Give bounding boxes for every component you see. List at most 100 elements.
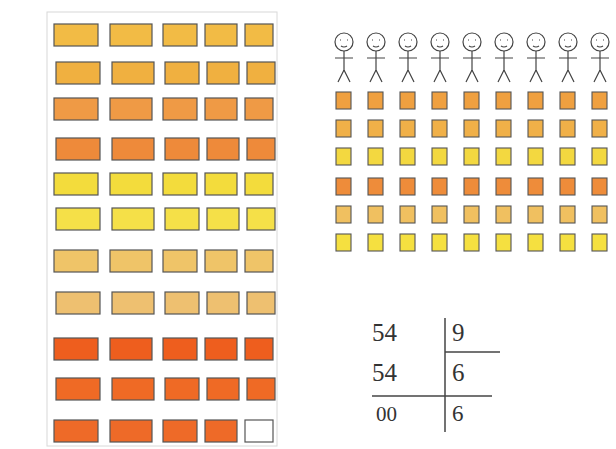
brick bbox=[54, 338, 98, 360]
brick bbox=[163, 24, 197, 46]
square bbox=[432, 234, 447, 251]
division-bar bbox=[444, 318, 446, 432]
square bbox=[400, 206, 415, 223]
square bbox=[496, 206, 511, 223]
stick-figures bbox=[335, 33, 609, 82]
division-number: 6 bbox=[452, 402, 464, 425]
body bbox=[463, 40, 481, 82]
body bbox=[431, 40, 449, 82]
brick bbox=[165, 208, 199, 230]
head bbox=[431, 33, 449, 51]
square bbox=[592, 234, 607, 251]
head bbox=[399, 33, 417, 51]
brick bbox=[110, 173, 152, 195]
brick bbox=[247, 378, 275, 400]
brick bbox=[247, 208, 275, 230]
brick bbox=[54, 24, 98, 46]
square bbox=[560, 206, 575, 223]
body bbox=[367, 40, 385, 82]
square bbox=[400, 92, 415, 109]
body bbox=[399, 40, 417, 82]
subtraction-line bbox=[372, 395, 445, 397]
brick bbox=[110, 250, 152, 272]
brick bbox=[56, 292, 100, 314]
division-bar bbox=[445, 351, 500, 353]
stick-figure bbox=[431, 33, 449, 82]
brick bbox=[205, 98, 237, 120]
brick bbox=[54, 173, 98, 195]
brick bbox=[247, 138, 275, 160]
brick bbox=[245, 98, 273, 120]
brick bbox=[245, 250, 273, 272]
division-number: 00 bbox=[376, 404, 397, 425]
square bbox=[496, 148, 511, 165]
square bbox=[336, 92, 351, 109]
square bbox=[336, 178, 351, 195]
square bbox=[336, 206, 351, 223]
body bbox=[527, 40, 545, 82]
brick bbox=[112, 138, 154, 160]
stick-figure bbox=[527, 33, 545, 82]
stick-figure bbox=[335, 33, 353, 82]
brick bbox=[207, 378, 239, 400]
square bbox=[592, 148, 607, 165]
stick-figure bbox=[591, 33, 609, 82]
body bbox=[559, 40, 577, 82]
square bbox=[368, 92, 383, 109]
brick bbox=[54, 250, 98, 272]
square bbox=[560, 92, 575, 109]
square bbox=[528, 148, 543, 165]
brick bbox=[207, 292, 239, 314]
square bbox=[336, 148, 351, 165]
square bbox=[496, 234, 511, 251]
stick-figure bbox=[495, 33, 513, 82]
square bbox=[592, 178, 607, 195]
brick bbox=[205, 173, 237, 195]
brick bbox=[247, 62, 275, 84]
head bbox=[463, 33, 481, 51]
square bbox=[592, 92, 607, 109]
square bbox=[560, 178, 575, 195]
square bbox=[368, 148, 383, 165]
brick bbox=[165, 138, 199, 160]
square bbox=[528, 120, 543, 137]
stick-figure bbox=[463, 33, 481, 82]
division-number: 54 bbox=[372, 360, 397, 385]
square bbox=[432, 178, 447, 195]
brick bbox=[205, 250, 237, 272]
brick bbox=[245, 338, 273, 360]
brick bbox=[110, 338, 152, 360]
square bbox=[496, 120, 511, 137]
brick bbox=[245, 420, 273, 442]
division-lines bbox=[372, 318, 500, 432]
square bbox=[432, 120, 447, 137]
brick bbox=[163, 338, 197, 360]
square bbox=[496, 178, 511, 195]
brick bbox=[207, 62, 239, 84]
square bbox=[432, 92, 447, 109]
division-bar bbox=[445, 395, 492, 397]
square bbox=[560, 120, 575, 137]
division-number: 54 bbox=[372, 320, 397, 345]
square bbox=[464, 120, 479, 137]
brick bbox=[165, 292, 199, 314]
square bbox=[528, 206, 543, 223]
brick bbox=[56, 138, 100, 160]
square bbox=[464, 148, 479, 165]
stick-figure bbox=[367, 33, 385, 82]
brick bbox=[110, 98, 152, 120]
brick bbox=[112, 292, 154, 314]
brick bbox=[56, 62, 100, 84]
head bbox=[495, 33, 513, 51]
brick bbox=[54, 420, 98, 442]
square bbox=[432, 206, 447, 223]
brick bbox=[163, 420, 197, 442]
square bbox=[560, 148, 575, 165]
brick bbox=[112, 208, 154, 230]
division-number: 9 bbox=[452, 320, 465, 345]
square bbox=[400, 178, 415, 195]
head bbox=[367, 33, 385, 51]
square bbox=[336, 234, 351, 251]
